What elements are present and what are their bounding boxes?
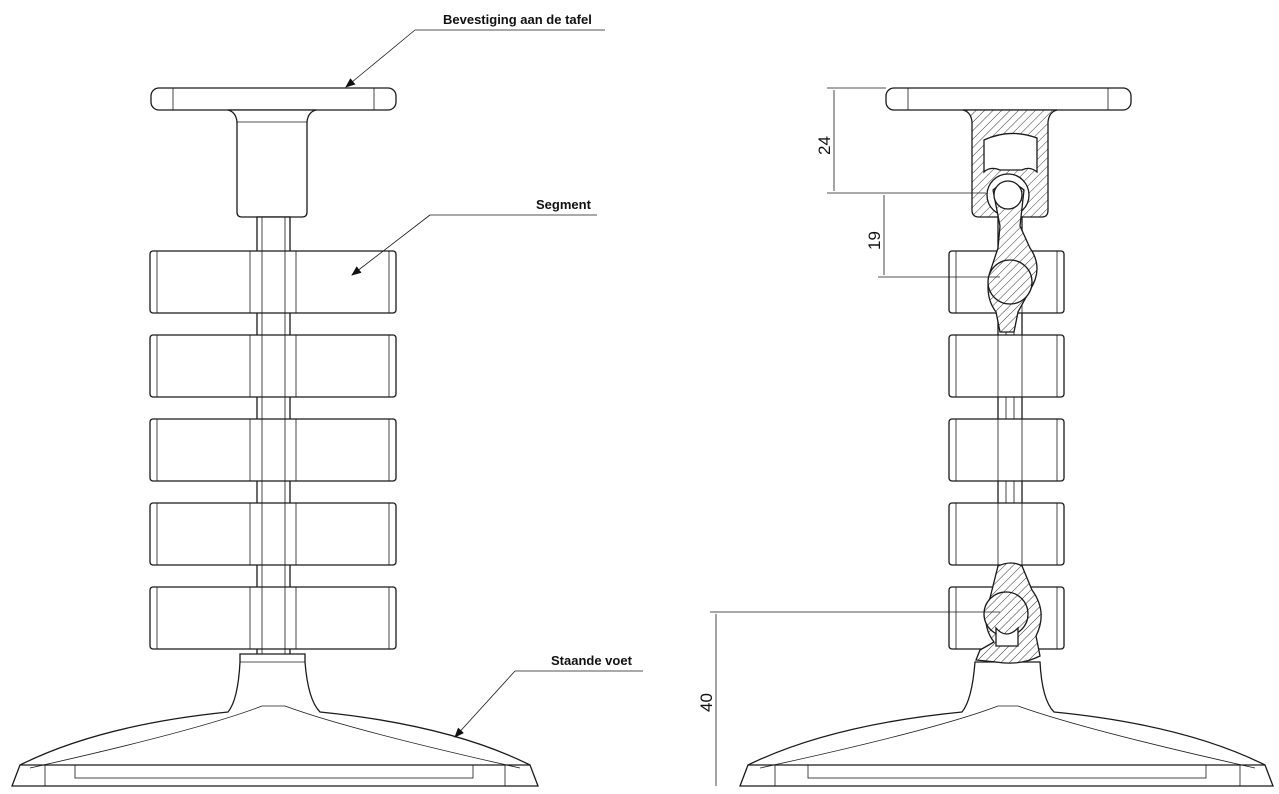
- dimension-40-value: 40: [697, 693, 716, 712]
- front-segment: [149, 502, 397, 566]
- front-segment: [149, 586, 397, 650]
- front-view: Bevestiging aan de tafel Segment Staande…: [11, 12, 643, 787]
- callout-table-mount-label: Bevestiging aan de tafel: [443, 12, 592, 27]
- section-table-mount: [885, 87, 1132, 218]
- dimension-24: 24: [815, 87, 986, 194]
- section-standing-foot: [739, 661, 1274, 787]
- section-segment: [948, 418, 1065, 482]
- callout-standing-foot: Staande voet: [454, 653, 643, 738]
- section-top-joint: [987, 180, 1038, 333]
- dimension-24-value: 24: [815, 136, 834, 155]
- front-segment: [149, 334, 397, 398]
- callout-table-mount: Bevestiging aan de tafel: [345, 12, 605, 88]
- front-table-mount: [150, 87, 397, 218]
- dimension-40: 40: [697, 611, 1000, 786]
- front-standing-foot: [11, 653, 539, 787]
- front-segment: [149, 250, 397, 314]
- front-segments: [149, 250, 397, 650]
- dimension-19: 19: [865, 195, 1000, 278]
- section-segment: [948, 502, 1065, 566]
- callout-segment-label: Segment: [536, 197, 592, 212]
- front-segment: [149, 418, 397, 482]
- callout-segment: Segment: [351, 197, 597, 276]
- section-bottom-joint: [975, 562, 1042, 664]
- section-view: 24 19 40: [697, 87, 1274, 787]
- callout-standing-foot-label: Staande voet: [551, 653, 633, 668]
- dimension-19-value: 19: [865, 231, 884, 250]
- section-segment: [948, 334, 1065, 398]
